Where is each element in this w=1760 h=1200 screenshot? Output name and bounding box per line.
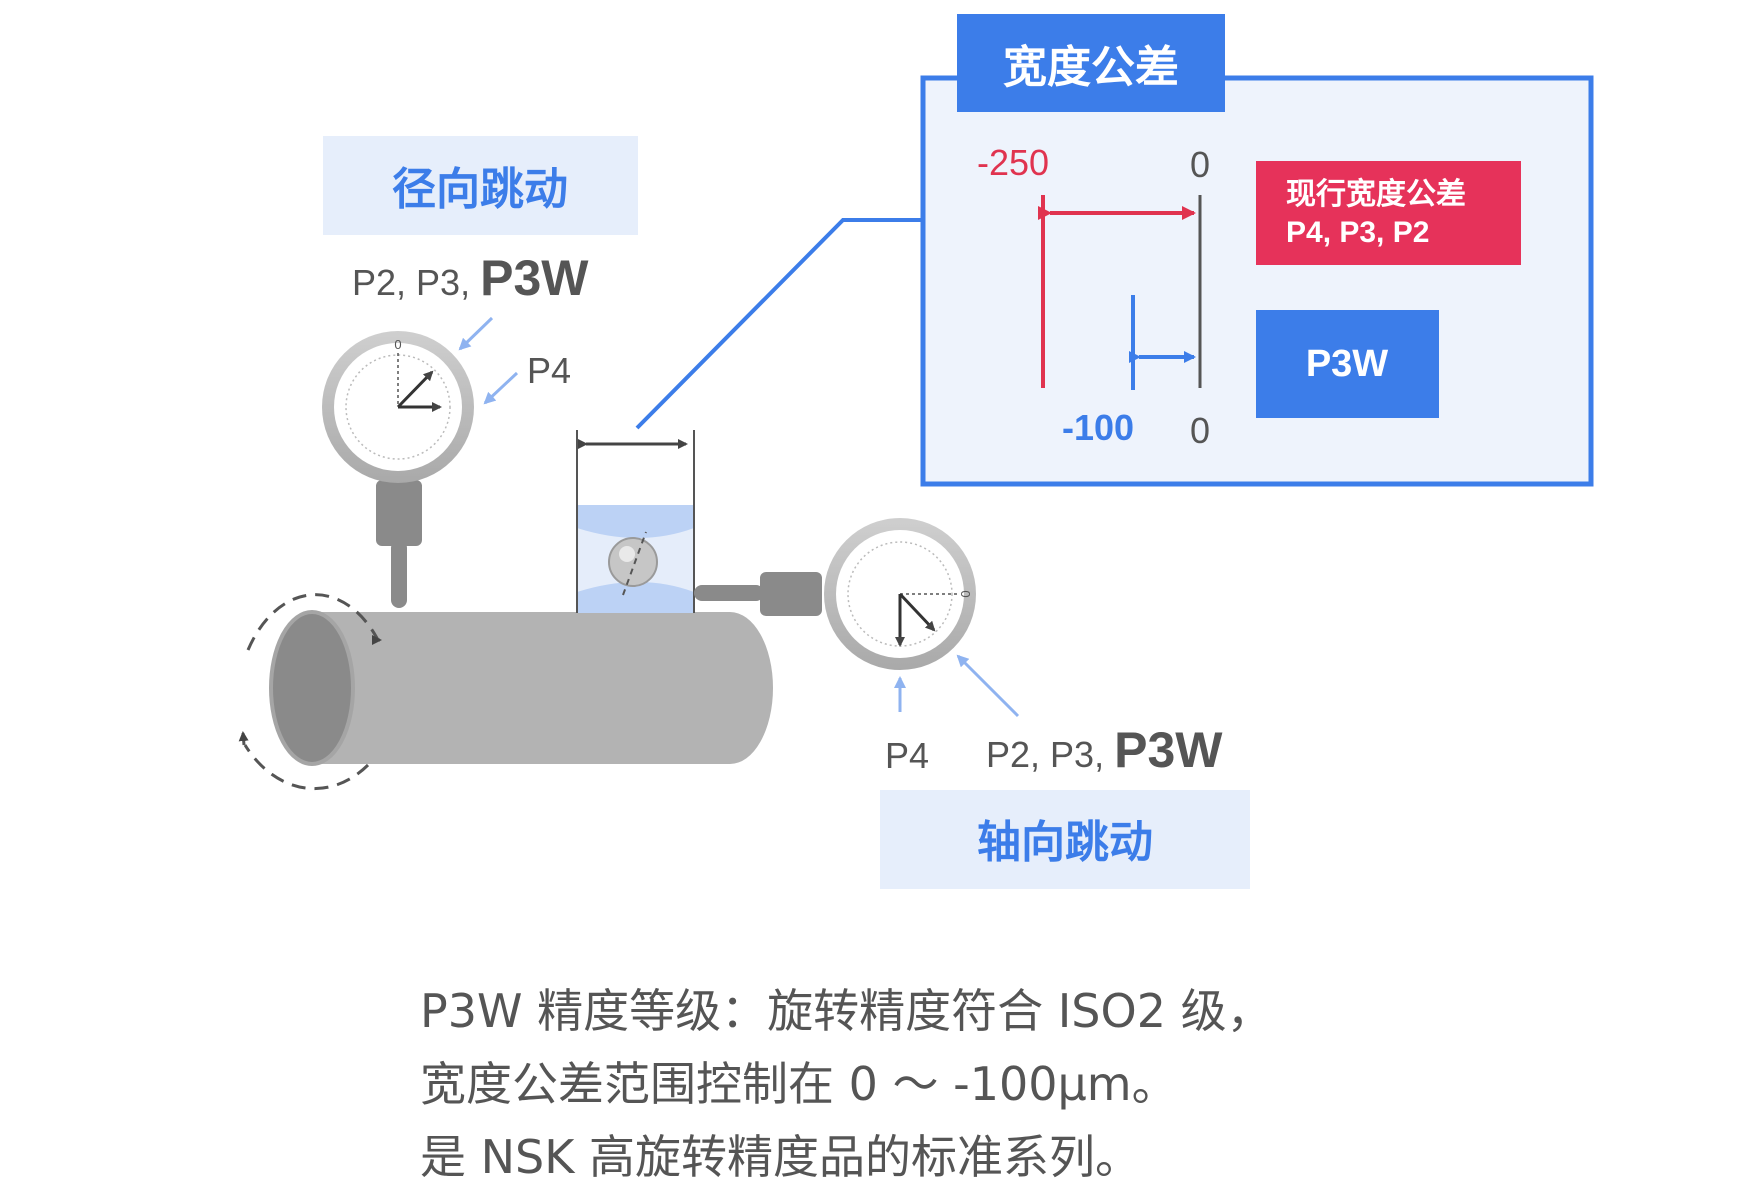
rotation-arrow-bottom	[243, 744, 370, 791]
shaft	[238, 593, 773, 791]
rotation-arrow-top	[246, 593, 380, 651]
radial-dial-stem	[376, 480, 422, 546]
bearing	[576, 430, 695, 613]
shaft-end	[269, 610, 355, 766]
p3w-badge-label: P3W	[1306, 343, 1388, 385]
rolling-ball	[608, 537, 658, 587]
radial-runout-label-bg	[323, 136, 638, 235]
shaft-body	[312, 612, 773, 764]
width-tolerance-panel: 宽度公差 -250 0 -100 0 现行宽度公差 P4, P3, P2 P3W	[920, 14, 1594, 487]
radial-grade-p3w: P3W	[480, 250, 589, 306]
current-min-label: -250	[977, 142, 1049, 183]
current-badge-title: 现行宽度公差	[1286, 177, 1466, 212]
current-badge-grades: P4, P3, P2	[1286, 216, 1429, 249]
radial-p3w-pointer	[458, 316, 494, 351]
axial-dial-stem	[760, 572, 822, 616]
tolerance-frame	[920, 75, 1594, 487]
axial-grade-p3w: P3W	[1114, 722, 1223, 778]
caption-line-2: 宽度公差范围控制在 0 ～ -100μm。	[420, 1057, 1178, 1111]
caption-line-3: 是 NSK 高旋转精度品的标准系列。	[420, 1130, 1142, 1184]
axial-grade-p4: P4	[885, 735, 929, 776]
current-tolerance-badge	[1256, 161, 1521, 265]
radial-dial-zero: 0	[394, 337, 401, 352]
p3w-tolerance-badge	[1256, 310, 1439, 418]
caption-line-1: P3W 精度等级：旋转精度符合 ISO2 级，	[420, 984, 1273, 1038]
p3w-max-label: 0	[1190, 410, 1210, 451]
radial-dial-gauge: 0	[322, 331, 474, 608]
current-max-label: 0	[1190, 144, 1210, 185]
axial-grades-prefix: P2, P3, P3W	[986, 722, 1223, 778]
axial-p3w-pointer	[956, 654, 1020, 718]
axial-dial-zero: 0	[958, 590, 973, 597]
axial-runout-label-bg	[880, 790, 1250, 889]
radial-runout-labels: 径向跳动 P2, P3, P3W P4	[323, 136, 638, 405]
axial-runout-labels: P4 P2, P3, P3W 轴向跳动	[880, 654, 1250, 889]
tolerance-title: 宽度公差	[1003, 42, 1179, 93]
callout-connector	[635, 218, 923, 430]
radial-grades-prefix: P2, P3, P3W	[352, 250, 589, 306]
caption: P3W 精度等级：旋转精度符合 ISO2 级， 宽度公差范围控制在 0 ～ -1…	[420, 975, 1273, 1194]
radial-p4-pointer	[483, 371, 519, 405]
radial-runout-title: 径向跳动	[392, 164, 568, 215]
tolerance-title-tab	[957, 14, 1225, 112]
p3w-min-label: -100	[1062, 407, 1134, 448]
radial-grade-p4: P4	[527, 350, 571, 391]
radial-dial-probe	[391, 540, 407, 608]
axial-runout-title: 轴向跳动	[977, 817, 1153, 868]
axial-dial-gauge: 0	[694, 518, 976, 670]
axial-dial-probe	[694, 585, 764, 601]
